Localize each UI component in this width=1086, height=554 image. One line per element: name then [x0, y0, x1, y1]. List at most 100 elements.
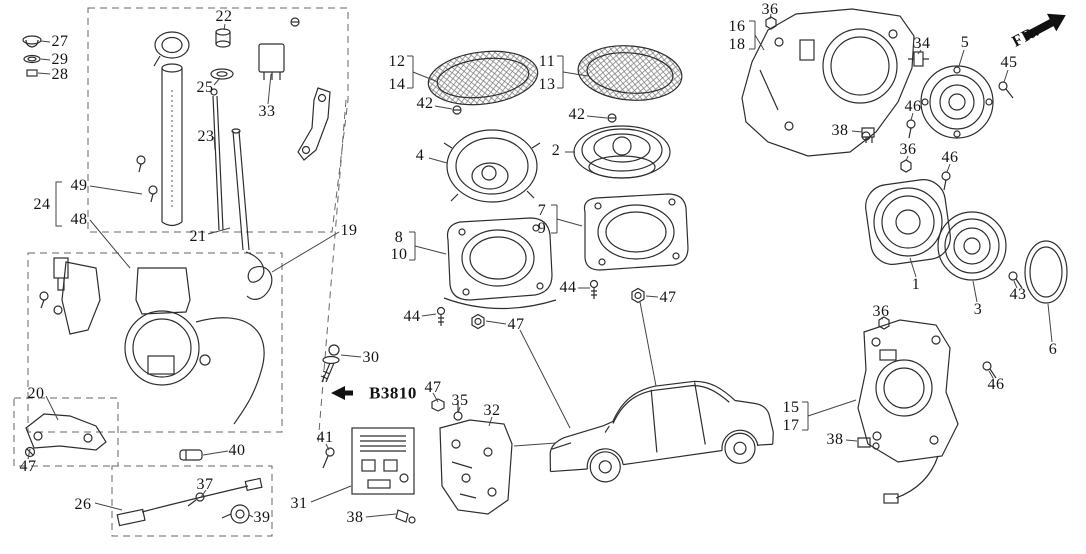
- part-number-label: 38: [831, 122, 849, 139]
- screw-43: [1008, 271, 1023, 289]
- part-number-label: 38: [346, 509, 364, 526]
- part-number-label: 13: [538, 76, 556, 93]
- nut-47-left: [471, 313, 485, 330]
- bracket-32-art: [431, 398, 513, 515]
- part-number-label: 26: [74, 496, 92, 513]
- part-number-label: 47: [19, 458, 37, 475]
- part-number-label: 7: [537, 202, 547, 219]
- part-number-label: 48: [70, 211, 88, 228]
- part-number-label: 40: [228, 442, 246, 459]
- part-number-label: 28: [51, 66, 69, 83]
- part-number-label: 10: [390, 246, 408, 263]
- part-number-label: 25: [196, 79, 214, 96]
- part-number-label: 19: [340, 222, 358, 239]
- clip-34: [908, 51, 929, 67]
- part-number-label: B3810: [369, 383, 417, 403]
- part-number-label: 11: [538, 53, 556, 70]
- part-number-label: 9: [537, 220, 547, 237]
- part-number-label: 47: [507, 316, 525, 333]
- nut-36-top: [765, 16, 777, 30]
- part-number-label: 43: [1009, 286, 1027, 303]
- part-number-label: 15: [782, 399, 800, 416]
- part-number-label: 46: [987, 376, 1005, 393]
- screw-46-a: [906, 119, 916, 139]
- part-number-label: 17: [782, 417, 800, 434]
- part-number-label: 8: [394, 229, 404, 246]
- part-number-label: 35: [451, 392, 469, 409]
- bracket-8-10-art: [443, 217, 557, 310]
- part-number-label: 45: [1000, 54, 1018, 71]
- part-number-label: 37: [196, 476, 214, 493]
- speaker-panel-16-18-art: [741, 8, 915, 157]
- nut-36-c: [878, 316, 890, 330]
- part-number-label: 27: [51, 33, 69, 50]
- bolt-30-art: [320, 344, 340, 383]
- part-number-label: 38: [826, 431, 844, 448]
- part-number-label: 2: [551, 142, 561, 159]
- part-number-label: 34: [913, 35, 931, 52]
- fr-direction-arrow-icon: [1023, 13, 1066, 41]
- antenna-parts-art: [22, 17, 331, 300]
- screw-45: [998, 81, 1014, 99]
- part-number-label: 46: [904, 98, 922, 115]
- b3810-arrow-icon: [331, 386, 353, 400]
- radio-unit-art: [322, 427, 416, 524]
- part-number-label: 47: [424, 379, 442, 396]
- speaker-5-art: [920, 65, 994, 139]
- clip-38-a: [861, 127, 875, 143]
- part-number-label: 22: [215, 8, 233, 25]
- screw-46-b: [941, 171, 951, 191]
- screw-46-c: [982, 361, 997, 379]
- part-number-label: 6: [1048, 341, 1058, 358]
- car-art: [549, 380, 774, 483]
- part-number-label: 24: [33, 196, 51, 213]
- part-number-label: 44: [403, 308, 421, 325]
- part-number-label: 42: [568, 106, 586, 123]
- bracket-7-9-art: [583, 193, 689, 271]
- part-number-label: 5: [960, 34, 970, 51]
- part-number-label: 49: [70, 177, 88, 194]
- part-number-label: 31: [290, 495, 308, 512]
- bracket-20-art: [24, 413, 107, 458]
- bolt-44-right: [589, 279, 599, 299]
- gasket-6-art: [1024, 240, 1068, 304]
- part-number-label: 47: [659, 289, 677, 306]
- part-number-label: 23: [197, 128, 215, 145]
- part-number-label: 36: [872, 303, 890, 320]
- screw-42-left: [452, 105, 462, 115]
- antenna-cord-art: [116, 449, 263, 527]
- part-number-label: 3: [973, 301, 983, 318]
- part-number-label: 4: [415, 147, 425, 164]
- part-number-label: 33: [258, 103, 276, 120]
- part-number-label: 36: [899, 141, 917, 158]
- part-number-label: 14: [388, 76, 406, 93]
- speaker-4-art: [443, 129, 541, 203]
- part-number-label: 18: [728, 36, 746, 53]
- part-number-label: 20: [27, 385, 45, 402]
- dashed-group-boxes: [13, 7, 349, 537]
- speaker-3-art: [937, 211, 1007, 281]
- nut-36-b: [900, 159, 912, 173]
- leader-lines: [27, 13, 1053, 518]
- screw-42-right: [607, 113, 617, 123]
- part-number-label: 12: [388, 53, 406, 70]
- speaker-grille-left-art: [427, 50, 539, 106]
- part-number-label: 32: [483, 402, 501, 419]
- bracket-15-17-art: [857, 319, 959, 504]
- part-number-label: 21: [189, 228, 207, 245]
- clip-38-b: [857, 437, 880, 450]
- part-number-label: 36: [761, 1, 779, 18]
- nut-47-right: [631, 287, 645, 304]
- part-number-label: 41: [316, 429, 334, 446]
- part-number-label: 42: [416, 95, 434, 112]
- speaker-grille-right-art: [577, 45, 683, 101]
- part-number-label: 46: [941, 149, 959, 166]
- speaker-1-art: [865, 179, 951, 265]
- antenna-motor-art: [39, 257, 265, 425]
- bolt-44-left: [436, 306, 446, 326]
- part-number-label: 29: [51, 51, 69, 68]
- part-number-label: 1: [911, 276, 921, 293]
- speaker-2-art: [573, 125, 671, 179]
